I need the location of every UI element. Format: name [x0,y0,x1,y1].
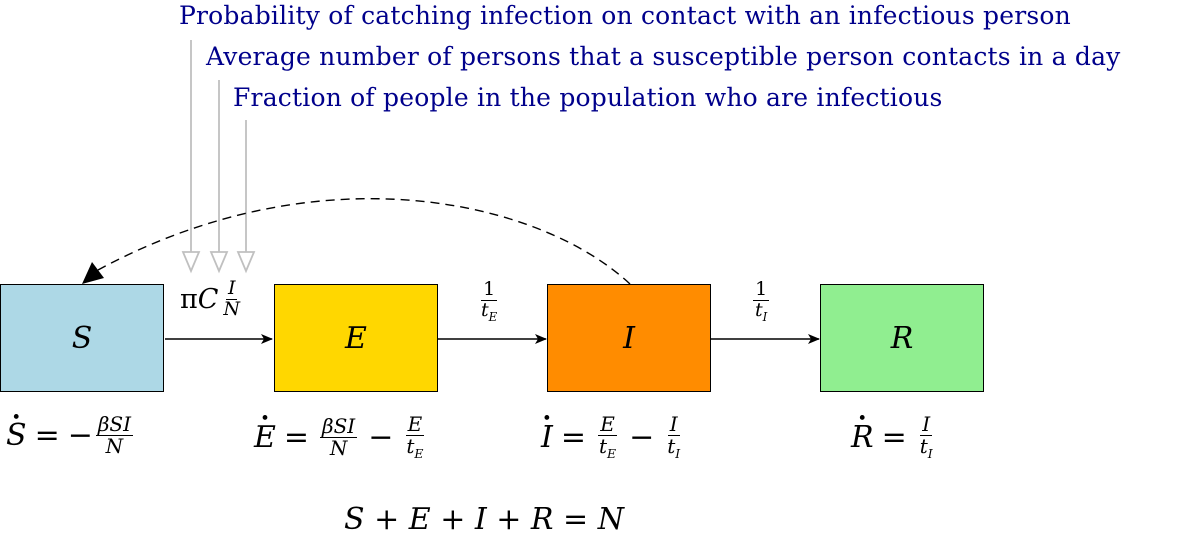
equation-e-den2: t [406,434,415,458]
equation-i-fraction-1: E tE [597,414,618,460]
compartment-e-label: E [345,320,367,356]
rate-fraction-num: I [225,277,238,300]
equation-i-fraction-2: I tI [665,412,682,461]
equation-r-sub: I [927,446,933,461]
rate-i-to-r: 1 tI [750,278,772,324]
equation-e-equals: = [283,419,310,455]
rate-i-to-r-fraction: 1 tI [753,278,770,324]
annotation-arrowhead-probability [181,251,201,274]
compartment-e: E [274,284,438,392]
rate-i-to-r-sub: I [762,309,768,324]
equation-i-lhs: I [541,420,553,455]
equation-e-minus: − [368,419,394,455]
rate-e-to-i: 1 tE [476,278,502,324]
equation-i-den1: t [599,434,608,458]
feedback-arrowhead [82,262,104,284]
rate-fraction-infectious: I N [221,277,242,320]
equation-i-den2: t [667,434,676,458]
conservation-equation: S + E + I + R = N [344,502,624,537]
rate-e-to-i-den: t [481,298,489,321]
equation-e-num2: E [405,412,425,436]
equation-s-num: βSI [95,412,134,436]
equation-s-den: N [105,434,124,458]
rate-e-to-i-num: 1 [481,278,498,301]
rate-i-to-r-den: t [755,298,763,321]
equation-i-num1: E [598,412,617,436]
rate-fraction-den: N [223,297,241,320]
equation-e-fraction-1: βSI N [320,413,358,460]
equation-e-lhs: E [254,420,276,455]
rate-e-to-i-sub: E [488,309,498,324]
equation-e-num1: βSI [320,413,358,438]
equation-r-equals: = [881,419,907,455]
rate-e-to-i-fraction: 1 tE [479,278,499,324]
equation-e-den1: N [329,435,348,460]
annotation-arrowhead-contacts [209,251,229,274]
compartment-r-label: R [890,320,914,356]
equation-r-num: I [920,412,933,436]
equation-s-lhs: S [6,418,27,453]
compartment-s: S [0,284,164,392]
equation-i-sub1: E [607,446,617,461]
equation-s: S = − βSI N [6,414,136,457]
equation-s-fraction: βSI N [95,412,134,458]
annotation-contacts: Average number of persons that a suscept… [206,42,1121,71]
rate-contacts-symbol: C [197,283,219,315]
equation-i: I = E tE − I tI [541,412,685,461]
annotation-fraction: Fraction of people in the population who… [233,83,943,112]
equation-e: E = βSI N − E tE [254,414,428,460]
compartment-s-label: S [71,320,93,356]
equation-r: R = I tI [851,412,938,461]
equation-e-fraction-2: E tE [404,414,425,460]
annotation-arrowhead-fraction [236,251,256,274]
rate-pi: π [180,283,198,315]
rate-s-to-e: π C I N [180,277,245,320]
rate-i-to-r-num: 1 [753,278,770,301]
equation-i-equals: = [560,419,586,455]
compartment-i-label: I [623,320,635,356]
compartment-r: R [820,284,984,392]
equation-i-sub2: I [675,446,681,461]
equation-e-sub2: E [414,446,424,461]
equation-s-equals: = [34,418,60,453]
equation-r-fraction: I tI [918,412,935,461]
annotation-arrows [181,40,256,274]
equation-r-lhs: R [851,420,874,455]
annotation-probability: Probability of catching infection on con… [179,1,1071,30]
equation-r-den: t [919,434,928,458]
equation-i-num2: I [667,412,680,436]
equation-s-sign: − [67,418,93,453]
equation-i-minus: − [629,419,655,455]
compartment-i: I [547,284,711,392]
feedback-dashed-arc [97,198,631,285]
